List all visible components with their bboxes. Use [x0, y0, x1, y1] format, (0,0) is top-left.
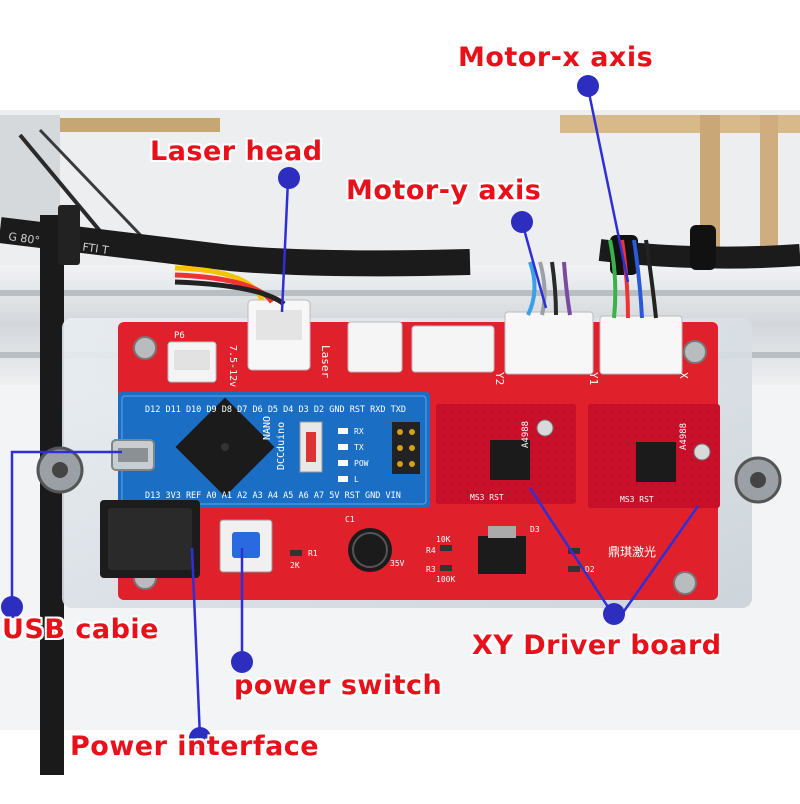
dot-laser-head — [278, 167, 300, 189]
label-100k: 100K — [436, 575, 455, 584]
label-y1: Y1 — [587, 372, 600, 385]
pins-bottom: D13 3V3 REF A0 A1 A2 A3 A4 A5 A6 A7 5V R… — [145, 491, 401, 501]
label-led-pow: POW — [354, 459, 369, 468]
label-y2: Y2 — [493, 372, 506, 385]
pointer-laser-head — [280, 179, 290, 313]
connector-aux-2 — [411, 325, 495, 373]
chip-left-label: A4988 — [521, 421, 531, 448]
callout-laser-head: Laser head — [150, 136, 323, 167]
dot-usb — [1, 596, 23, 618]
callout-motor-y-axis: Motor-y axis — [346, 175, 542, 206]
pointer-lines — [10, 87, 700, 739]
callout-motor-x-axis: Motor-x axis — [458, 42, 654, 73]
ms-left: MS3 RST — [470, 493, 504, 502]
pins-top: D12 D11 D10 D9 D8 D7 D6 D5 D4 D3 D2 GND … — [145, 405, 406, 415]
arduino-nano-board: NANO DCCduino RX TX POW L — [111, 392, 430, 508]
label-2k: 2K — [290, 561, 300, 570]
label-led-rx: RX — [354, 427, 364, 436]
pointer-usb — [10, 450, 122, 605]
voltage-regulator — [478, 536, 526, 574]
label-r4: R4 — [426, 546, 436, 555]
callout-power-switch: power switch — [234, 670, 443, 701]
label-led-tx: TX — [354, 443, 364, 452]
connector-motor-x — [599, 315, 683, 375]
label-cap-v: 35V — [390, 559, 405, 568]
callout-power-interface: Power interface — [70, 731, 320, 762]
label-p6: P6 — [174, 331, 185, 341]
label-voltage: 7.5-12v — [227, 345, 238, 387]
label-nano: NANO — [262, 416, 273, 440]
pointer-motor-x — [586, 87, 630, 283]
label-r1: R1 — [308, 549, 318, 558]
power-switch-part — [219, 519, 273, 573]
driver-board-left: A4988 MS3 RST — [436, 404, 576, 504]
dot-power-interface — [189, 727, 211, 749]
callout-xy-driver-board: XY Driver board — [472, 630, 722, 661]
chip-right-label: A4988 — [679, 423, 689, 450]
motor-y-wires — [526, 261, 572, 316]
label-d3: D3 — [530, 525, 540, 534]
pointer-driver-left — [528, 487, 612, 611]
cable-tie-left — [40, 215, 64, 775]
ms-right: MS3 RST — [620, 495, 654, 504]
label-c1: C1 — [345, 515, 355, 524]
pointer-motor-y — [520, 221, 548, 309]
power-jack — [100, 500, 200, 578]
connector-aux-1 — [347, 321, 403, 373]
dot-motor-y — [511, 211, 533, 233]
label-led-l: L — [354, 475, 359, 484]
dot-motor-x — [577, 75, 599, 97]
label-nano-brand: DCCduino — [276, 422, 287, 470]
label-10k: 10K — [436, 535, 451, 544]
pointer-driver-right — [620, 505, 700, 615]
capacitor — [348, 528, 392, 572]
label-brand: 鼎琪激光 — [608, 545, 656, 559]
laser-wires — [174, 265, 286, 307]
label-x: X — [677, 372, 690, 379]
callout-usb-cable: USB cabie — [2, 614, 159, 645]
label-r3: R3 — [426, 565, 436, 574]
pointer-dots — [1, 75, 625, 749]
label-laser: Laser — [319, 345, 332, 378]
label-d2: D2 — [585, 565, 595, 574]
driver-board-right: A4988 MS3 RST — [588, 404, 720, 508]
connector-motor-y — [504, 311, 594, 375]
dot-power-switch — [231, 651, 253, 673]
pointer-power-interface — [190, 547, 202, 739]
dot-xy-driver — [603, 603, 625, 625]
